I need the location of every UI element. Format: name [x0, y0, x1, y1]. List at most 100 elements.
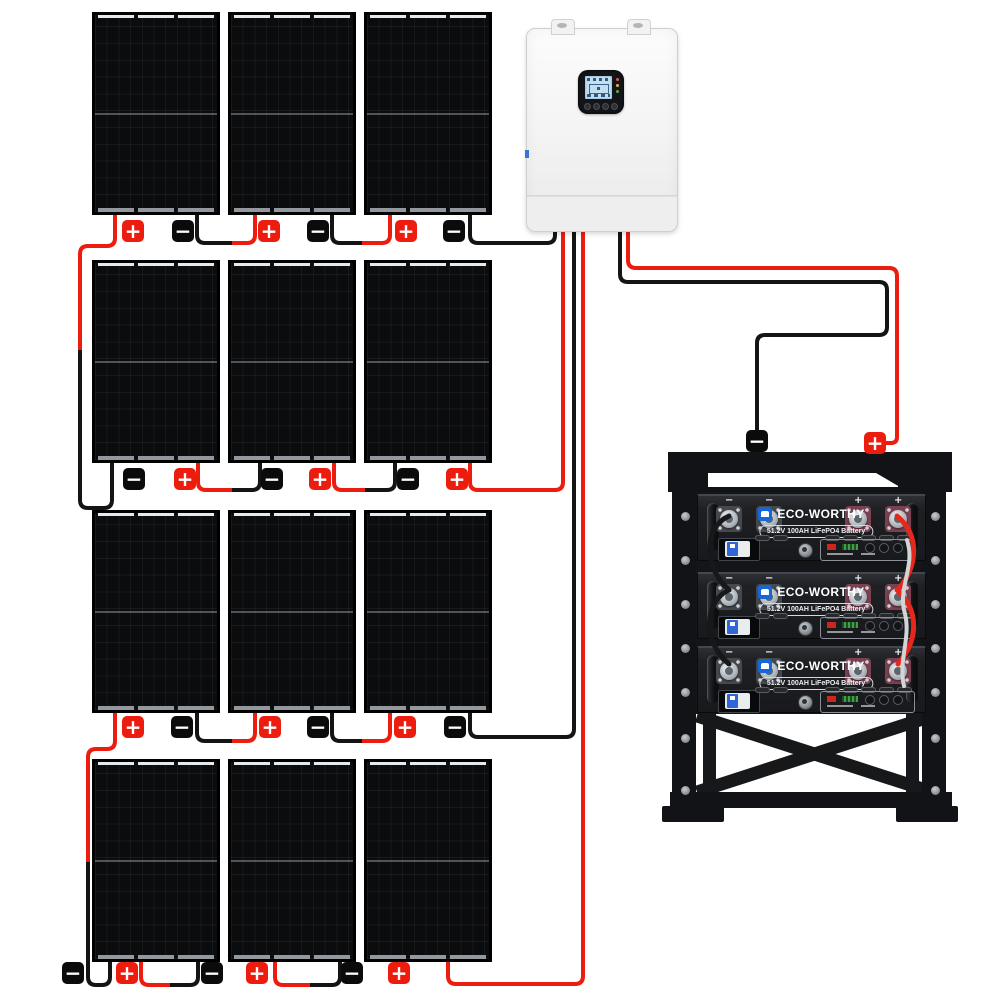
lcd-flow-diagram: [589, 84, 609, 94]
breaker-frame: [725, 541, 750, 557]
panel-edge-strip: [178, 955, 214, 959]
lcd-status-icons: [587, 78, 610, 81]
panel-edge-strip: [410, 456, 446, 460]
panel-edge-strip: [234, 208, 270, 212]
rack-bolt: [931, 512, 940, 521]
terminal-nut: [849, 510, 867, 528]
panel-edge-strip: [234, 955, 270, 959]
brand-logo: ECO-WORTHY: [698, 585, 925, 599]
vent-slot: [825, 687, 840, 693]
inverter-display-bezel: [578, 70, 624, 114]
stand-leg-right: [906, 712, 919, 796]
panel-edge-strip: [370, 762, 406, 765]
solar-panel-r4c2: [228, 759, 356, 962]
solar-panel-r1c2: [228, 12, 356, 215]
comm-port: [893, 695, 903, 705]
solar-panel-r4c3: [364, 759, 492, 962]
panel-edge-strip: [138, 706, 174, 710]
inverter-button-3: [603, 104, 608, 109]
inverter-led-red: [616, 78, 619, 81]
comm-fine-print: [827, 631, 853, 633]
panel-edge-strip: [450, 456, 486, 460]
inverter-seam: [527, 195, 677, 196]
vent-slot: [773, 613, 788, 619]
battery-spec-label: 51.2V 100AH LiFePO4 Battery: [758, 677, 874, 690]
brand-logo-text: ECO-WORTHY: [777, 507, 865, 521]
comm-port: [865, 695, 875, 705]
breaker-switch-blue: [727, 620, 738, 634]
battery-breaker: [718, 538, 760, 561]
inverter-button-4: [612, 104, 617, 109]
inverter-button-1: [585, 104, 590, 109]
breaker-frame: [725, 693, 750, 709]
rack-top-slot: [708, 473, 898, 487]
eco-worthy-logo-icon: [758, 659, 773, 673]
panel-edge-strip: [410, 513, 446, 516]
stand-leg-left: [703, 712, 716, 796]
brand-logo-text: ECO-WORTHY: [777, 659, 865, 673]
panel-edge-strip: [178, 706, 214, 710]
rack-bolt: [681, 688, 690, 697]
panel-edge-strip: [234, 706, 270, 710]
inverter-led-green: [616, 90, 619, 93]
comm-dip-switch: [827, 544, 836, 550]
comm-port: [865, 543, 875, 553]
panel-edge-strip: [138, 513, 174, 516]
rack-bolt: [931, 734, 940, 743]
vent-slot: [861, 687, 876, 693]
brand-logo-text: ECO-WORTHY: [777, 585, 865, 599]
solar-panel-r4c1: [92, 759, 220, 962]
comm-port: [893, 621, 903, 631]
rack-bolt: [681, 600, 690, 609]
terminal-nut: [849, 662, 867, 680]
panel-edge-strip: [410, 955, 446, 959]
positive-mark: +: [854, 495, 863, 506]
panel-edge-strip: [410, 208, 446, 212]
rack-foot-right: [896, 806, 958, 822]
inverter-button-2: [594, 104, 599, 109]
panel-edge-strip: [370, 706, 406, 710]
eco-worthy-logo-icon: [758, 507, 773, 521]
panel-edge-strip: [234, 513, 270, 516]
solar-panel-r3c2: [228, 510, 356, 713]
comm-terminal-block: [842, 696, 858, 702]
negative-mark: −: [725, 495, 734, 506]
vent-slot: [825, 535, 840, 541]
panel-edge-strip: [178, 15, 214, 18]
panel-edge-strip: [234, 762, 270, 765]
positive-mark: +: [894, 495, 903, 506]
negative-mark: −: [725, 573, 734, 584]
panel-edge-strip: [450, 15, 486, 18]
comm-port: [879, 621, 889, 631]
panel-edge-strip: [370, 955, 406, 959]
terminal-nut: [849, 588, 867, 606]
rack-bolt: [681, 734, 690, 743]
panel-edge-strip: [370, 513, 406, 516]
battery-reset-button: [798, 543, 813, 558]
panel-edge-strip: [314, 263, 350, 266]
panel-edge-strip: [98, 263, 134, 266]
panel-edge-strip: [410, 762, 446, 765]
panel-edge-strip: [274, 706, 310, 710]
panel-edge-strip: [98, 456, 134, 460]
lcd-readout-row: [587, 94, 610, 97]
rack-bolt: [681, 556, 690, 565]
solar-panel-r1c3: [364, 12, 492, 215]
negative-mark: −: [765, 647, 774, 658]
panel-edge-strip: [450, 955, 486, 959]
comm-port: [893, 543, 903, 553]
panel-edge-strip: [98, 513, 134, 516]
panel-edge-strip: [138, 762, 174, 765]
inverter-unit: [525, 19, 678, 232]
vent-slot: [843, 535, 858, 541]
panel-edge-strip: [234, 456, 270, 460]
negative-mark: −: [725, 647, 734, 658]
panel-edge-strip: [410, 263, 446, 266]
inverter-terminal-cover: [527, 196, 677, 231]
comm-dip-switch: [827, 696, 836, 702]
panel-edge-strip: [178, 762, 214, 765]
brand-logo: ECO-WORTHY: [698, 659, 925, 673]
battery-spec-label: 51.2V 100AH LiFePO4 Battery: [758, 525, 874, 538]
